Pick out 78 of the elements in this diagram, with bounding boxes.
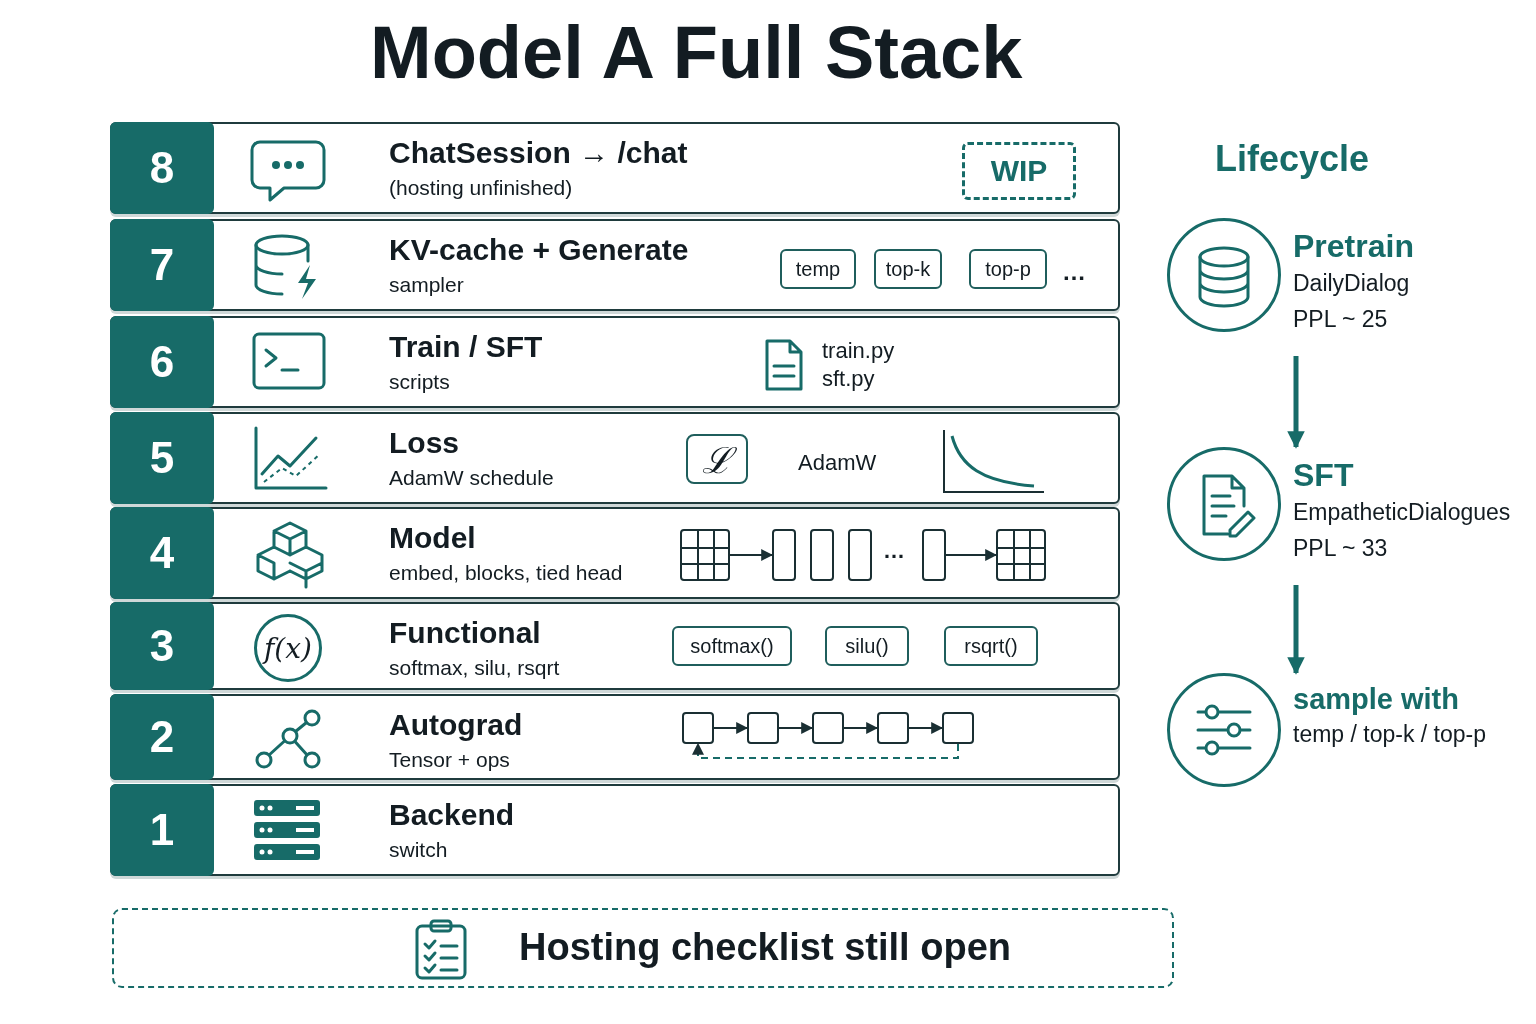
ellipsis: … (883, 538, 905, 564)
file-name: train.py (822, 338, 895, 364)
param-chip: top-k (874, 249, 942, 289)
arrow (843, 722, 879, 734)
arrow (945, 549, 998, 561)
block-box (922, 529, 946, 581)
layer-subtitle: scripts (389, 370, 450, 394)
block-box (812, 712, 844, 744)
dashed-banner (112, 908, 1174, 988)
arrow (1287, 585, 1305, 675)
arrow (778, 722, 814, 734)
layer-number-tab: 1 (110, 784, 214, 876)
stage-title: Pretrain (1293, 228, 1415, 265)
layer-subtitle: AdamW schedule (389, 466, 554, 490)
layer-title: Backend (389, 798, 515, 832)
stage-detail: PPL ~ 33 (1293, 534, 1389, 563)
block-box (682, 712, 714, 744)
layer-bar (110, 694, 1120, 780)
param-chip: silu() (825, 626, 909, 666)
banner-text: Hosting checklist still open (519, 926, 1011, 969)
arrow (692, 742, 959, 759)
stage-detail: temp / top-k / top-p (1293, 720, 1488, 749)
layer-bar (110, 602, 1120, 690)
block-box (848, 529, 872, 581)
layer-title: Model (389, 521, 476, 555)
status-tag: WIP (962, 142, 1076, 200)
layer-number-tab: 3 (110, 602, 214, 690)
section-heading: Lifecycle (1215, 138, 1370, 180)
block-box (747, 712, 779, 744)
layer-bar (110, 316, 1120, 408)
layer-subtitle: softmax, silu, rsqrt (389, 656, 560, 680)
layer-number-tab: 4 (110, 507, 214, 599)
layer-bar (110, 219, 1120, 311)
layer-subtitle: sampler (389, 273, 464, 297)
layer-bar (110, 122, 1120, 214)
stage-title: SFT (1293, 457, 1355, 494)
layer-number-tab: 8 (110, 122, 214, 214)
block-box (810, 529, 834, 581)
arrow (729, 549, 774, 561)
matrix-grid (680, 529, 730, 581)
layer-number-tab: 6 (110, 316, 214, 408)
param-chip: top-p (969, 249, 1047, 289)
block-box (942, 712, 974, 744)
layer-subtitle: (hosting unfinished) (389, 176, 573, 200)
layer-bar (110, 412, 1120, 504)
matrix-grid (996, 529, 1046, 581)
layer-title: Loss (389, 426, 460, 460)
layer-number-tab: 2 (110, 694, 214, 780)
layer-title: Autograd (389, 708, 523, 742)
param-chip: softmax() (672, 626, 792, 666)
layer-title: KV-cache + Generate (389, 233, 689, 267)
layer-subtitle: embed, blocks, tied head (389, 561, 623, 585)
block-box (877, 712, 909, 744)
layer-title: Functional (389, 616, 541, 650)
layer-bar (110, 784, 1120, 876)
param-chip: rsqrt() (944, 626, 1038, 666)
ellipsis: … (1062, 258, 1086, 286)
stage-title: sample with (1293, 683, 1460, 716)
layer-number-tab: 7 (110, 219, 214, 311)
diagram-title: Model A Full Stack (370, 10, 1023, 95)
layer-title: Train / SFT (389, 330, 543, 364)
stage-detail: PPL ~ 25 (1293, 305, 1389, 334)
stage-detail: EmpatheticDialogues (1293, 498, 1512, 527)
file-name: sft.py (822, 366, 875, 392)
stage-detail: DailyDialog (1293, 269, 1411, 298)
loss-symbol-box: ℒ (686, 434, 748, 484)
layer-subtitle: switch (389, 838, 448, 862)
layer-bar (110, 507, 1120, 599)
arrow (1287, 356, 1305, 449)
function-circle: f(x) (254, 614, 322, 682)
arrow (908, 722, 944, 734)
block-box (772, 529, 796, 581)
layer-number-tab: 5 (110, 412, 214, 504)
arrow (713, 722, 749, 734)
layer-subtitle: Tensor + ops (389, 748, 510, 772)
optimizer-label: AdamW (798, 450, 877, 476)
layer-title: ChatSession → /chat (389, 136, 688, 170)
param-chip: temp (780, 249, 856, 289)
